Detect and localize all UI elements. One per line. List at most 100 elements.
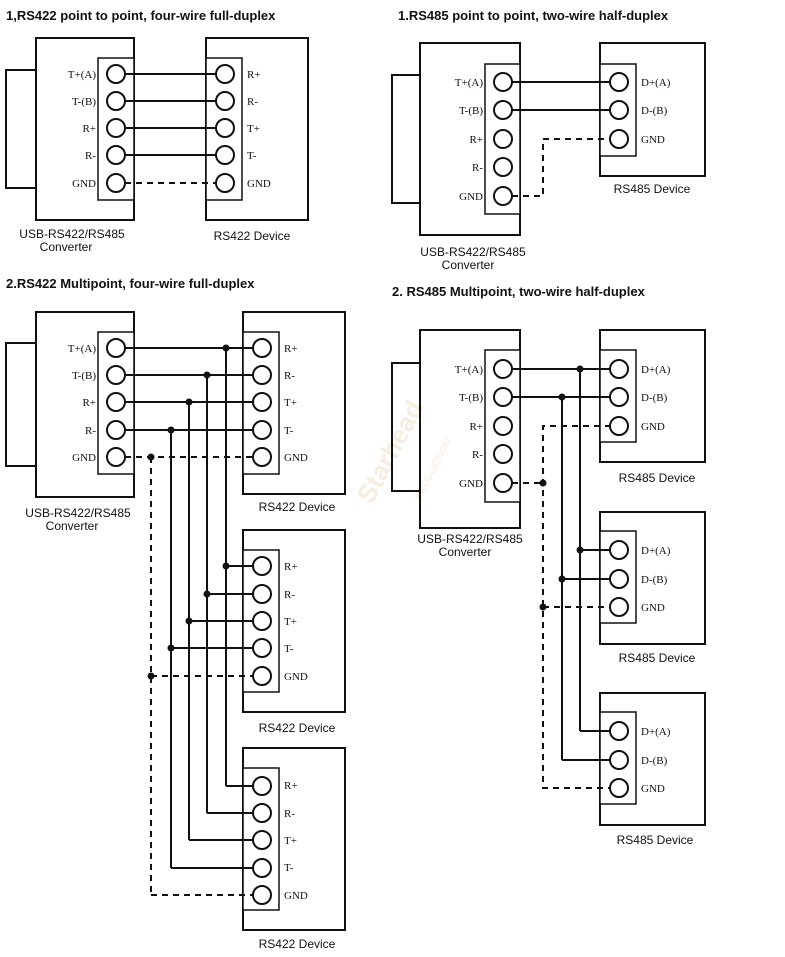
device-pin-labels: D+(A) D-(B) GND D+(A) D-(B) GND D+(A) D-… <box>641 364 671 795</box>
terminal <box>106 365 126 385</box>
pin-label: T+(A) <box>68 343 97 355</box>
diagram-rs422-point-to-point: T+(A) T-(B) R+ R- GND R+ R- T+ T- GND <box>5 37 309 254</box>
terminal <box>252 666 272 686</box>
pin-label: R- <box>472 162 483 174</box>
junction-dot <box>539 479 547 487</box>
title-rs422-multipoint: 2.RS422 Multipoint, four-wire full-duple… <box>6 276 255 291</box>
terminal <box>493 129 513 149</box>
pin-label: R+ <box>284 561 298 573</box>
pin-label: R- <box>284 808 295 820</box>
terminal <box>106 338 126 358</box>
pin-label: R+ <box>247 69 261 81</box>
device-caption: RS422 Device <box>259 500 336 514</box>
converter-caption: Converter <box>442 258 495 272</box>
pin-label: T- <box>284 862 294 874</box>
junction-dot <box>558 393 566 401</box>
device-caption: RS485 Device <box>619 651 696 665</box>
converter-caption: Converter <box>40 240 93 254</box>
terminal <box>252 556 272 576</box>
pin-label: T+(A) <box>455 77 484 89</box>
pin-label: T+ <box>284 616 297 628</box>
pin-label: GND <box>72 178 96 190</box>
ground-bus <box>542 425 611 789</box>
junction-dot <box>147 672 155 680</box>
pin-label: GND <box>641 421 665 433</box>
title-rs485-multipoint: 2. RS485 Multipoint, two-wire half-duple… <box>392 284 646 299</box>
device-caption: RS485 Device <box>619 471 696 485</box>
terminal <box>252 803 272 823</box>
pin-label: GND <box>459 478 483 490</box>
junction-dots <box>539 365 584 611</box>
pin-label: D+(A) <box>641 77 671 89</box>
terminal <box>609 721 629 741</box>
terminal <box>493 359 513 379</box>
terminal <box>106 420 126 440</box>
terminal <box>252 392 272 412</box>
pin-label: R- <box>85 425 96 437</box>
pin-label: GND <box>247 178 271 190</box>
pin-label: T-(B) <box>459 392 483 404</box>
converter-caption: Converter <box>439 545 492 559</box>
pin-label: R+ <box>469 134 483 146</box>
pin-label: R+ <box>284 343 298 355</box>
terminal <box>609 416 629 436</box>
pin-label: T+ <box>247 123 260 135</box>
terminal <box>106 118 126 138</box>
terminal <box>215 91 235 111</box>
converter-pin-labels: T+(A) T-(B) R+ R- GND <box>455 364 484 490</box>
device-caption: RS485 Device <box>614 182 691 196</box>
terminal <box>106 392 126 412</box>
junction-dots <box>147 344 230 680</box>
terminal <box>609 540 629 560</box>
pin-label: R+ <box>469 421 483 433</box>
junction-dot <box>576 546 584 554</box>
terminal <box>106 64 126 84</box>
pin-label: D-(B) <box>641 755 668 767</box>
pin-label: T+ <box>284 835 297 847</box>
device-pin-labels: D+(A) D-(B) GND <box>641 77 671 146</box>
junction-dot <box>203 590 211 598</box>
terminal <box>493 186 513 206</box>
terminal <box>609 100 629 120</box>
converter-caption: USB-RS422/RS485 <box>19 227 125 241</box>
terminals <box>493 72 629 206</box>
junction-dot <box>147 453 155 461</box>
junction-dot <box>185 617 193 625</box>
terminal <box>252 584 272 604</box>
terminal <box>609 778 629 798</box>
pin-label: R+ <box>82 397 96 409</box>
device-caption: RS422 Device <box>259 937 336 951</box>
terminal <box>215 64 235 84</box>
pin-label: T- <box>247 150 257 162</box>
pin-label: GND <box>641 602 665 614</box>
pin-label: D+(A) <box>641 726 671 738</box>
pin-label: R- <box>472 449 483 461</box>
pin-label: GND <box>459 191 483 203</box>
terminal <box>493 444 513 464</box>
converter-caption: USB-RS422/RS485 <box>25 506 131 520</box>
pin-label: GND <box>72 452 96 464</box>
pin-label: D-(B) <box>641 105 668 117</box>
pin-label: R- <box>284 370 295 382</box>
terminals <box>493 359 629 798</box>
terminal <box>215 145 235 165</box>
converter-pin-labels: T+(A) T-(B) R+ R- GND <box>68 343 97 464</box>
pin-label: R+ <box>284 780 298 792</box>
device-caption: RS422 Device <box>214 229 291 243</box>
terminal <box>106 91 126 111</box>
junction-dot <box>222 562 230 570</box>
terminal <box>106 173 126 193</box>
title-rs422-point-to-point: 1,RS422 point to point, four-wire full-d… <box>6 8 276 23</box>
diagram-rs485-point-to-point: T+(A) T-(B) R+ R- GND D+(A) D-(B) GND US… <box>391 42 706 272</box>
junction-dot <box>167 644 175 652</box>
terminal <box>493 72 513 92</box>
terminal <box>609 569 629 589</box>
terminals <box>106 64 235 193</box>
diagram-rs422-multipoint: T+(A) T-(B) R+ R- GND R+ R- T+ T- GND R+… <box>5 311 346 951</box>
pin-label: GND <box>284 890 308 902</box>
device-pin-labels: R+ R- T+ T- GND <box>247 69 271 190</box>
title-rs485-point-to-point: 1.RS485 point to point, two-wire half-du… <box>398 8 669 23</box>
pin-label: T- <box>284 425 294 437</box>
pin-label: R- <box>284 589 295 601</box>
